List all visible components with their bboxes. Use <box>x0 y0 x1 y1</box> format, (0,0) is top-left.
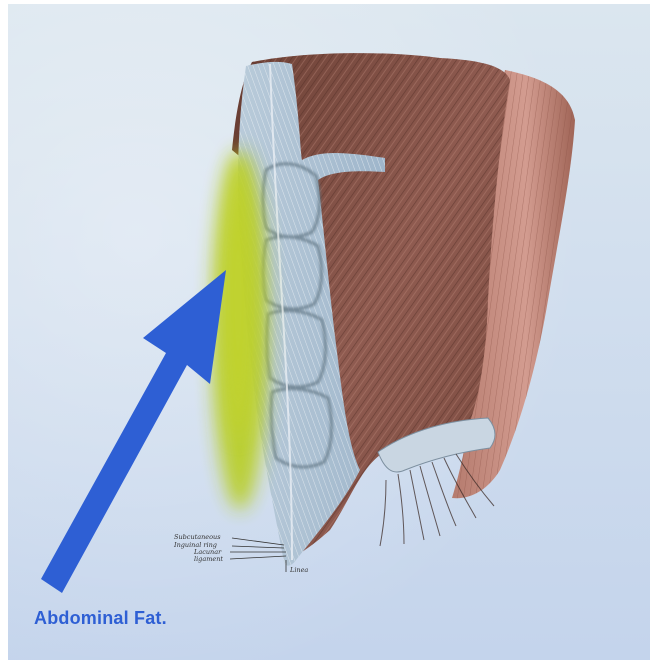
label-ligament: ligament <box>194 555 223 563</box>
caption-abdominal-fat: Abdominal Fat. <box>34 608 167 629</box>
abdominal-fat-core <box>222 160 254 440</box>
label-subcutaneous: Subcutaneous <box>174 533 221 541</box>
label-linea: Linea <box>289 566 308 574</box>
